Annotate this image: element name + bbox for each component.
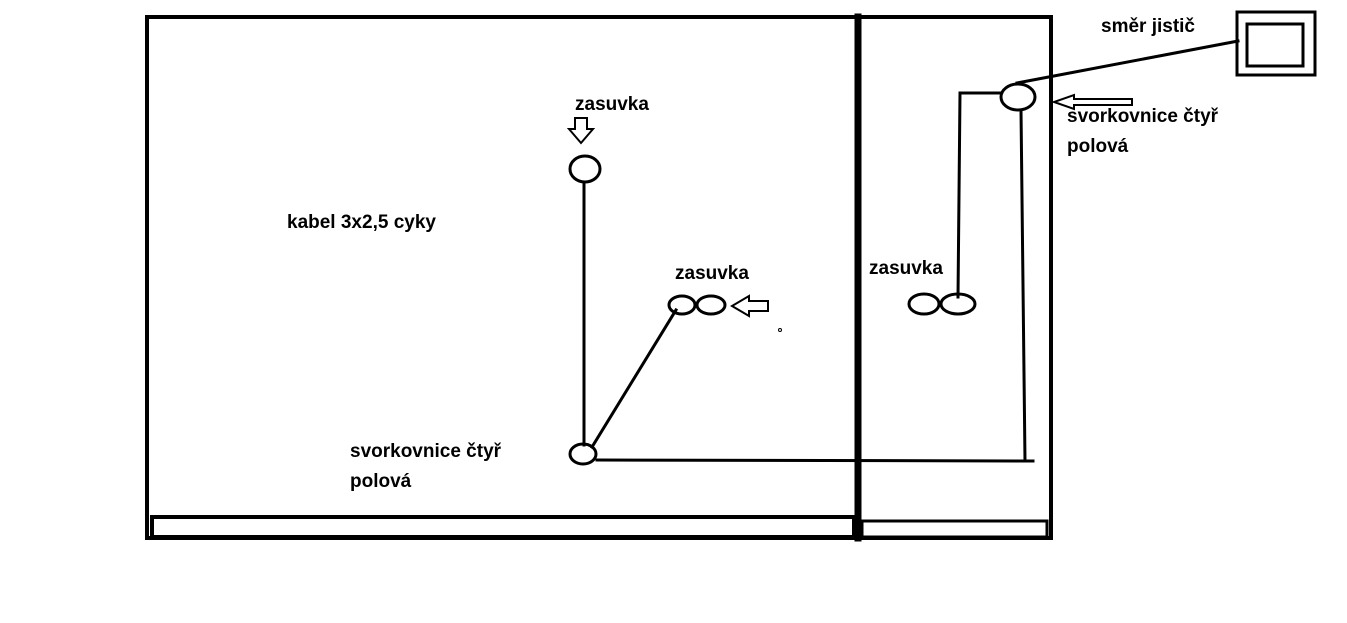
label-svorkovnice-right-line2: polová bbox=[1067, 136, 1129, 157]
label-svorkovnice-right-line1: svorkovnice čtyř bbox=[1067, 106, 1219, 127]
socket-middle-b bbox=[695, 294, 727, 316]
arrow-left-icon-middle bbox=[730, 294, 769, 318]
socket-middle-a bbox=[667, 294, 697, 316]
arrow-down-icon bbox=[566, 117, 596, 145]
breaker-box-inner bbox=[1245, 22, 1305, 68]
cable-right-socket-feed bbox=[956, 91, 1003, 299]
socket-top bbox=[568, 154, 602, 184]
label-svorkovnice-left-line1: svorkovnice čtyř bbox=[350, 441, 502, 462]
label-zasuvka-middle: zasuvka bbox=[675, 263, 749, 284]
label-zasuvka-right: zasuvka bbox=[869, 258, 943, 279]
cable-bottom-horizontal bbox=[595, 458, 1035, 463]
label-svorkovnice-left-line2: polová bbox=[350, 471, 412, 492]
stray-dot bbox=[778, 328, 782, 332]
cable-junction-to-middle-socket bbox=[589, 307, 679, 450]
breaker-box-outer bbox=[1235, 10, 1317, 77]
junction-box-left bbox=[568, 442, 598, 466]
left-floor-strip bbox=[150, 515, 856, 539]
socket-right-b bbox=[939, 292, 977, 316]
socket-right-a bbox=[907, 292, 941, 316]
right-floor-strip bbox=[860, 519, 1049, 539]
cable-breaker-to-junction bbox=[1015, 39, 1240, 85]
arrow-left-icon-right bbox=[1050, 93, 1133, 111]
label-smer-jistic: směr jistič bbox=[1101, 16, 1195, 37]
cable-right-vertical bbox=[1019, 108, 1027, 463]
label-kabel: kabel 3x2,5 cyky bbox=[287, 212, 436, 233]
junction-box-right bbox=[999, 82, 1037, 112]
label-zasuvka-top: zasuvka bbox=[575, 94, 649, 115]
